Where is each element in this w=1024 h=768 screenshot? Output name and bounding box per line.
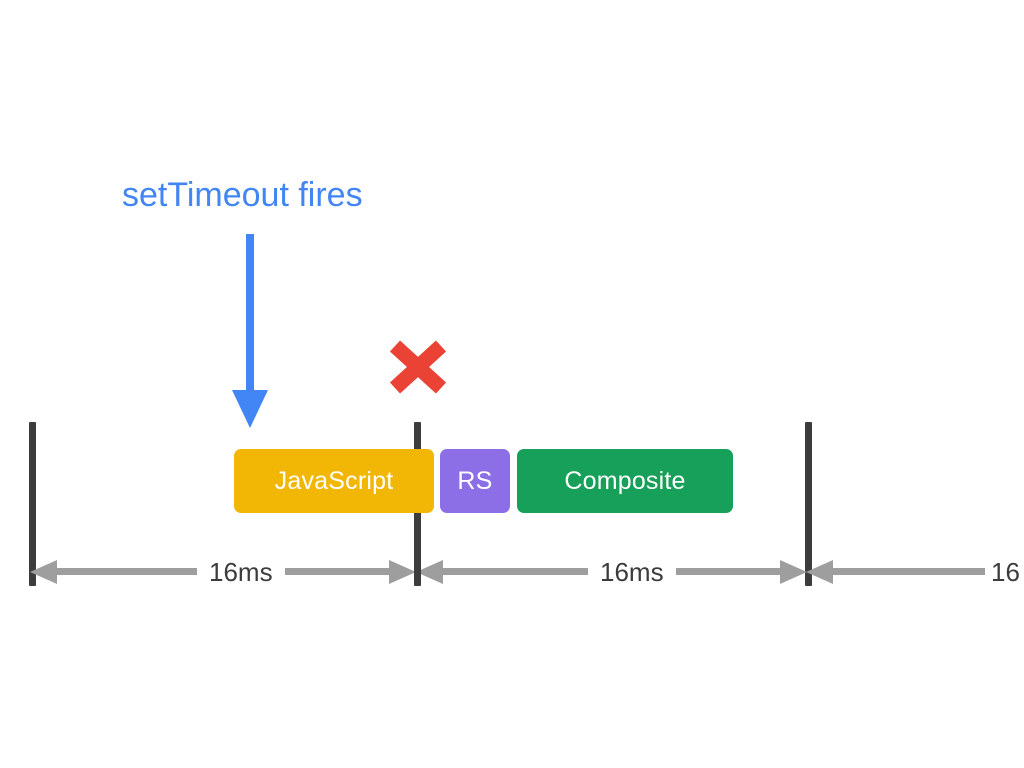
measure-label-3: 16: [985, 556, 1020, 588]
measure-label-2: 16ms: [588, 556, 676, 588]
frame-boundary-tick-3: [805, 422, 812, 586]
block-recalc-style[interactable]: RS: [440, 449, 510, 513]
frame-boundary-tick-1: [29, 422, 36, 586]
block-javascript[interactable]: JavaScript: [234, 449, 434, 513]
settimeout-annotation-label: setTimeout fires: [122, 176, 363, 214]
red-x-icon: [386, 340, 450, 394]
block-composite[interactable]: Composite: [517, 449, 733, 513]
measure-arrow-3: [806, 556, 1024, 588]
measure-label-1: 16ms: [197, 556, 285, 588]
down-arrow-icon: [226, 234, 274, 430]
